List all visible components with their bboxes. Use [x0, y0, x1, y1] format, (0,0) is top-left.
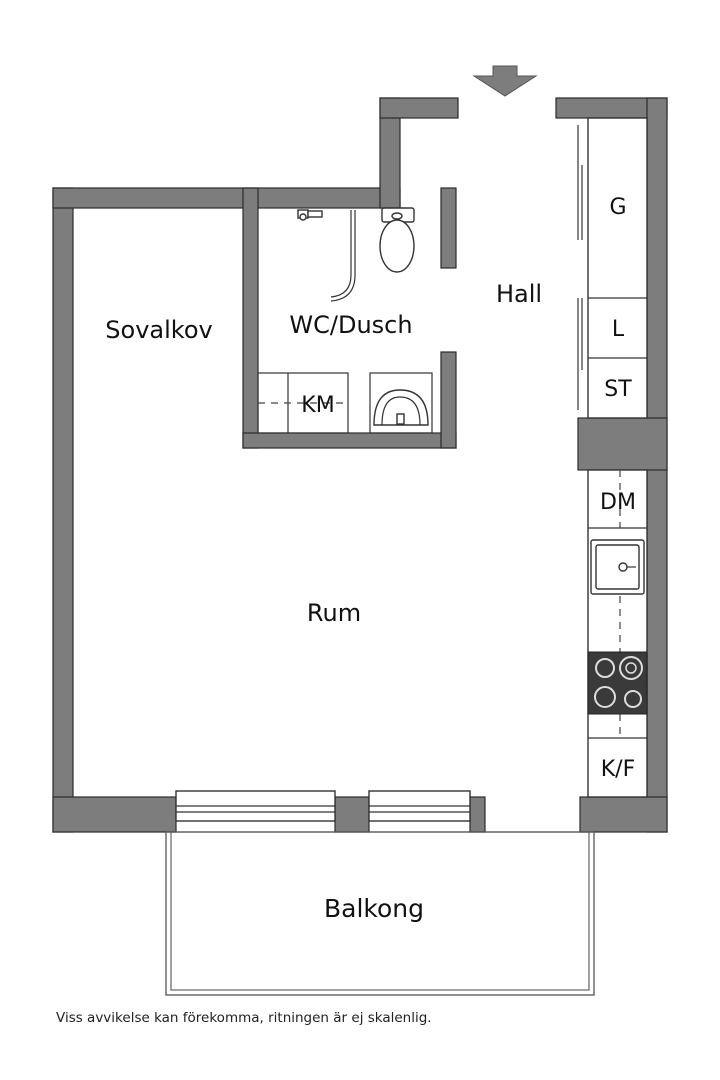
label-wardrobe: G: [609, 195, 626, 220]
balcony: [165, 831, 595, 996]
kitchen-column: [587, 469, 648, 798]
disclaimer-text: Viss avvikelse kan förekomma, ritningen …: [56, 1010, 432, 1026]
entrance-arrow-icon: [472, 65, 538, 97]
label-fridge-freezer: K/F: [601, 757, 636, 782]
kitchen-sink-icon: [590, 539, 645, 595]
room-label-wc-dusch: WC/Dusch: [289, 311, 412, 339]
windows: [175, 790, 471, 822]
wardrobe-doors: [577, 125, 583, 410]
walls: [52, 97, 668, 833]
washing-machine-box: [257, 372, 349, 434]
room-label-sovalkov: Sovalkov: [105, 316, 212, 344]
label-storage: ST: [604, 377, 632, 402]
shower-icon: [297, 209, 356, 302]
label-dishwasher: DM: [600, 490, 636, 515]
room-label-rum: Rum: [307, 599, 361, 627]
toilet-icon: [379, 207, 415, 273]
label-linen: L: [612, 317, 625, 342]
wardrobe-column: [587, 117, 648, 419]
hob-icon: [587, 651, 648, 715]
washbasin-icon: [369, 372, 433, 434]
room-label-balkong: Balkong: [324, 894, 424, 923]
label-washing-machine: KM: [301, 393, 334, 418]
room-label-hall: Hall: [496, 280, 542, 308]
